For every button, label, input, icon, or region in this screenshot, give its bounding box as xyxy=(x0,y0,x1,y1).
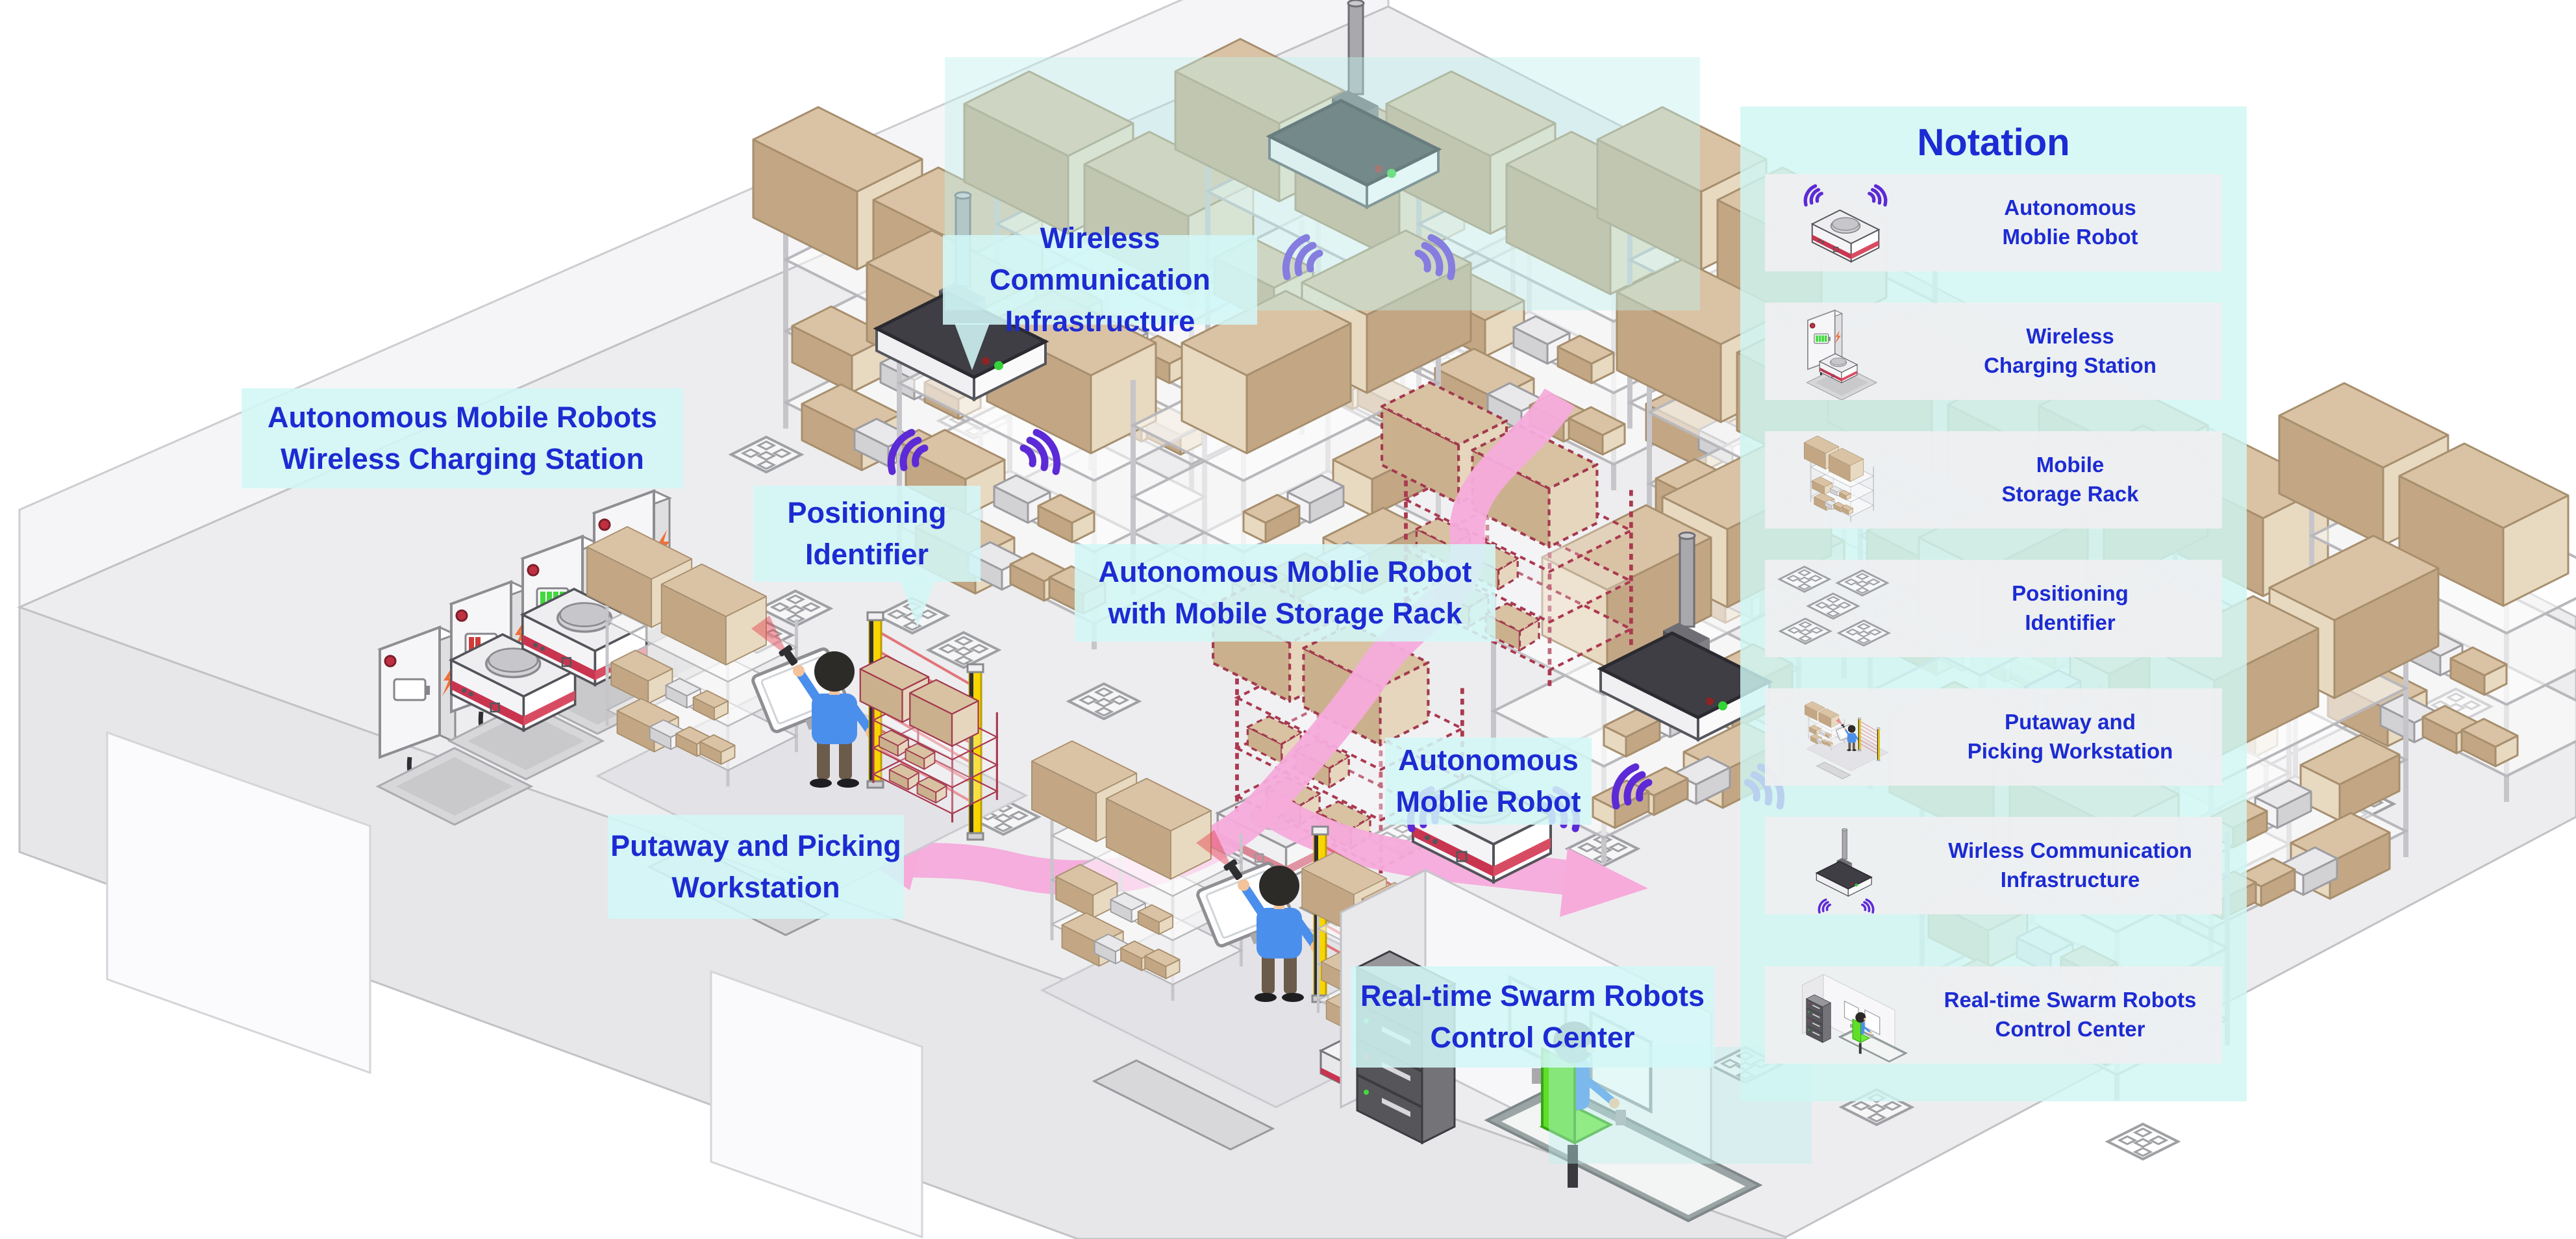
positioning-identifier-icon xyxy=(1765,560,1927,657)
mobile-storage-rack-icon xyxy=(1765,431,1927,529)
notation-row: Putaway and Picking Workstation xyxy=(1765,688,2222,786)
notation-label: Wireless Charging Station xyxy=(1984,324,2157,377)
label-text: Positioning Identifier xyxy=(787,496,947,571)
route-arrow-right xyxy=(1560,848,1648,917)
label-wireless-charging-station: Autonomous Mobile Robots Wireless Chargi… xyxy=(242,388,683,488)
notation-row: Real-time Swarm Robots Control Center xyxy=(1765,966,2222,1064)
label-text: Putaway and Picking Workstation xyxy=(610,829,901,904)
notation-row: Autonomous Moblie Robot xyxy=(1765,174,2222,271)
notation-label: Autonomous Moblie Robot xyxy=(2002,195,2138,249)
label-text: Wireless Communication Infrastructure xyxy=(989,221,1210,338)
control-center-icon xyxy=(1765,966,1927,1064)
wall-door xyxy=(710,970,923,1239)
notation-row: Wireless Charging Station xyxy=(1765,303,2222,400)
label-positioning-identifier: Positioning Identifier xyxy=(753,486,981,582)
autonomous-mobile-robot-icon xyxy=(1765,174,1927,271)
putaway-picking-workstation-icon xyxy=(1765,688,1927,786)
label-wireless-communication: Wireless Communication Infrastructure xyxy=(943,221,1257,338)
label-text: Real-time Swarm Robots Control Center xyxy=(1360,979,1705,1054)
callout-pointer xyxy=(955,323,990,370)
wireless-charging-station-icon xyxy=(1765,303,1927,400)
label-control-center: Real-time Swarm Robots Control Center xyxy=(1351,966,1714,1068)
notation-row: Wirless Communication Infrastructure xyxy=(1765,817,2222,914)
label-autonomous-mobile-robot: Autonomous Moblie Robot xyxy=(1385,738,1592,825)
wall-door xyxy=(106,731,371,1075)
wireless-communication-icon xyxy=(1765,817,1927,914)
label-text: Autonomous Moblie Robot with Mobile Stor… xyxy=(1098,555,1472,630)
notation-label: Wirless Communication Infrastructure xyxy=(1948,838,2192,892)
label-text: Autonomous Mobile Robots Wireless Chargi… xyxy=(268,401,657,475)
notation-row: Mobile Storage Rack xyxy=(1765,431,2222,529)
notation-label: Real-time Swarm Robots Control Center xyxy=(1944,988,2197,1041)
notation-label: Positioning Identifier xyxy=(2012,581,2129,634)
label-text: Autonomous Moblie Robot xyxy=(1395,744,1581,818)
notation-label: Putaway and Picking Workstation xyxy=(1967,710,2173,763)
notation-label: Mobile Storage Rack xyxy=(2001,453,2139,506)
notation-row: Positioning Identifier xyxy=(1765,560,2222,657)
callout-pointer xyxy=(900,581,935,627)
label-putaway-workstation: Putaway and Picking Workstation xyxy=(608,815,904,919)
notation-title: Notation xyxy=(1917,121,2070,164)
notation-panel: Notation Autonomous Moblie Robot Wireles… xyxy=(1740,106,2247,1101)
label-amr-with-rack: Autonomous Moblie Robot with Mobile Stor… xyxy=(1075,544,1495,642)
